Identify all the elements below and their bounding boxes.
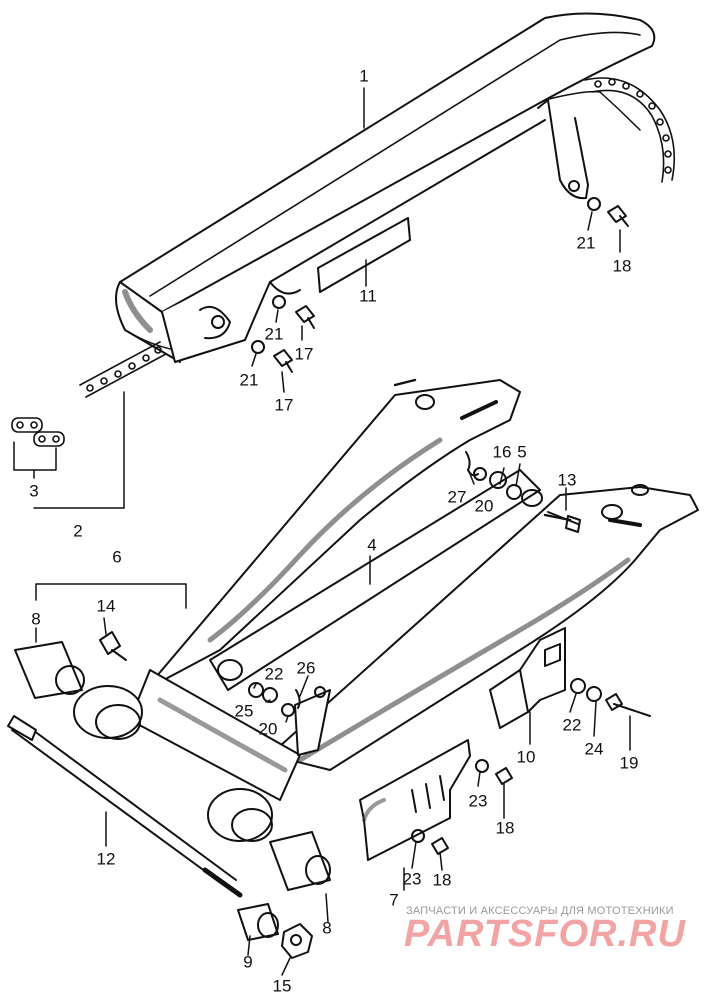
washer-24 (586, 686, 602, 702)
callout-11: 11 (359, 286, 377, 306)
callout-9: 9 (243, 952, 253, 972)
callout-18: 18 (495, 818, 515, 838)
callout-1: 1 (359, 66, 369, 86)
pivot-boss-right (207, 788, 273, 842)
bolt-19 (605, 693, 651, 717)
drive-chain-lower (79, 341, 167, 398)
washer-16 (489, 471, 507, 489)
washer-20b (281, 703, 295, 717)
bushing-part-8-upper (14, 641, 85, 699)
washer-23b (411, 829, 425, 843)
bolt-18a (607, 205, 629, 227)
swing-arm-part-4 (129, 378, 699, 801)
grease-fitting-part-14 (99, 631, 127, 661)
callout-14: 14 (96, 596, 116, 616)
leader-lines (13, 87, 631, 976)
callout-21: 21 (576, 233, 596, 253)
callout-12: 12 (96, 849, 116, 869)
callout-27: 27 (447, 487, 467, 507)
bolt-18b (495, 767, 513, 785)
pivot-boss-left (73, 685, 143, 740)
callout-25: 25 (234, 701, 254, 721)
callout-20: 20 (474, 496, 494, 516)
callout-24: 24 (584, 739, 604, 759)
chain-master-link-part-3 (11, 417, 65, 447)
pivot-shaft-part-12 (7, 715, 243, 898)
cotter-pin-27 (465, 451, 479, 477)
callout-17: 17 (274, 395, 294, 415)
callout-20: 20 (258, 719, 278, 739)
callout-21: 21 (264, 324, 284, 344)
drive-chain-upper (584, 77, 676, 183)
washer-25 (262, 687, 278, 703)
nut-part-15 (281, 923, 313, 959)
bushing-part-8-lower (269, 831, 331, 891)
callout-16: 16 (492, 442, 512, 462)
callout-19: 19 (619, 753, 639, 773)
callout-8: 8 (322, 918, 332, 938)
callout-3: 3 (29, 481, 39, 501)
washer-23a (475, 759, 489, 773)
watermark-tagline: ЗАПЧАСТИ И АКСЕССУАРЫ ДЛЯ МОТОТЕХНИКИ (406, 905, 674, 917)
callout-26: 26 (296, 658, 316, 678)
washer-21c (251, 340, 265, 354)
washer-21b (272, 295, 286, 309)
callout-8: 8 (31, 609, 41, 629)
bolt-17a (295, 305, 315, 329)
callout-17: 17 (294, 344, 314, 364)
bracket-part-10 (489, 627, 566, 729)
callout-23: 23 (402, 869, 422, 889)
washer-20a (473, 467, 487, 481)
callout-22: 22 (264, 664, 284, 684)
bolt-18c (431, 837, 449, 855)
adjuster-bolt-part-13 (547, 511, 581, 533)
label-plate-part-11 (317, 217, 411, 293)
callout-22: 22 (562, 715, 582, 735)
cotter-pin-26 (295, 689, 301, 709)
callout-18: 18 (612, 256, 632, 276)
nut-5 (506, 484, 522, 500)
callout-10: 10 (516, 747, 536, 767)
callout-4: 4 (367, 535, 377, 555)
chain-case-part-1 (115, 12, 656, 363)
watermark-brand: PARTSFOR.RU (404, 913, 686, 955)
washer-22a (248, 682, 264, 698)
chain-guide-part-7 (359, 739, 471, 861)
callout-7: 7 (389, 890, 399, 910)
callout-23: 23 (468, 791, 488, 811)
callout-15: 15 (272, 976, 292, 996)
callout-13: 13 (557, 470, 577, 490)
callout-6: 6 (112, 547, 122, 567)
washer-22b (570, 678, 586, 694)
callout-5: 5 (517, 442, 527, 462)
callout-2: 2 (73, 521, 83, 541)
callout-18: 18 (432, 870, 452, 890)
washer-21a (587, 197, 601, 211)
callout-21: 21 (239, 370, 259, 390)
collar-part-9 (237, 903, 279, 941)
bolt-17b (273, 349, 293, 373)
